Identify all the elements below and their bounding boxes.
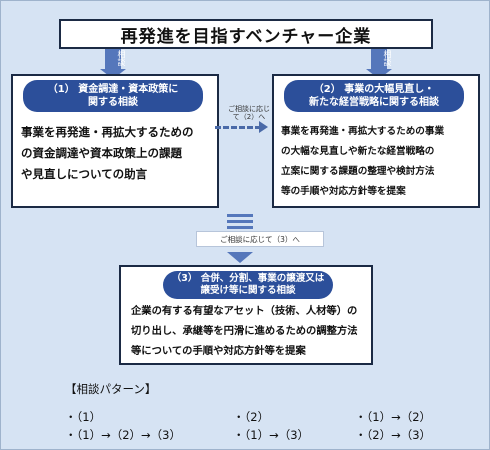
arrow-label-right: 相談: [383, 50, 392, 66]
section-2-header-line-1: （2） 事業の大幅見直し・: [313, 84, 435, 95]
connector-1-to-2-label-line-2: て（2）へ: [232, 113, 266, 121]
section-3-box: （3） 合併、分割、事業の譲渡又は 譲受け等に関する相談 企業の有する有望なアセ…: [119, 265, 373, 365]
connector-1-to-2-arrowhead-icon: [259, 121, 268, 133]
connector-to-3-label: ご相談に応じて（3）へ: [196, 231, 324, 247]
diagram-title: 再発進を目指すベンチャー企業: [59, 19, 433, 49]
connector-1-to-2-line: [215, 126, 261, 129]
section-3-header-line-2: 譲受け等に関する相談: [200, 285, 296, 296]
section-3-body-line-3: 等についての手順や対応方針等を提案: [131, 345, 306, 357]
section-2-body-line-3: 立案に関する課題の整理や検討方法: [281, 166, 435, 177]
center-arrowhead-icon: [227, 252, 253, 263]
pattern-item: ・（1）: [65, 410, 102, 424]
pattern-item: ・（2）: [233, 410, 270, 424]
title-text: 再発進を目指すベンチャー企業: [120, 26, 372, 47]
section-2-body-line-1: 事業を再発進・再拡大するための事業: [281, 126, 445, 137]
pattern-item: ・（2）→（3）: [355, 428, 432, 442]
center-arrow-line-2: [227, 220, 253, 223]
section-2-header: （2） 事業の大幅見直し・ 新たな経営戦略に関する相談: [284, 80, 464, 112]
pattern-item: ・（1）→（3）: [233, 428, 310, 442]
connector-1-to-2-label: ご相談に応じ て（2）へ: [223, 105, 275, 121]
section-1-body: 事業を再発進・再拡大するための の資金調達や資本政策上の課題 や見直しについての…: [21, 122, 215, 185]
section-3-body: 企業の有する有望なアセット（技術、人材等）の 切り出し、承継等を円滑に進めるため…: [131, 301, 371, 361]
section-2-body: 事業を再発進・再拡大するための事業 の大幅な見直しや新たな経営戦略の 立案に関す…: [281, 122, 479, 202]
section-1-body-line-3: や見直しについての助言: [21, 167, 148, 181]
section-1-header: （1） 資金調達・資本政策に 関する相談: [23, 80, 203, 112]
pattern-item: ・（1）→（2）: [355, 410, 432, 424]
section-1-body-line-2: の資金調達や資本政策上の課題: [21, 146, 182, 160]
section-3-body-line-2: 切り出し、承継等を円滑に進めるための調整方法: [131, 325, 358, 337]
arrow-label-left: 相談: [117, 50, 126, 66]
section-3-body-line-1: 企業の有する有望なアセット（技術、人材等）の: [131, 305, 358, 317]
section-3-header-line-1: （3） 合併、分割、事業の譲渡又は: [171, 273, 325, 284]
section-2-box: （2） 事業の大幅見直し・ 新たな経営戦略に関する相談 事業を再発進・再拡大する…: [272, 74, 480, 208]
section-1-body-line-1: 事業を再発進・再拡大するための: [21, 125, 194, 139]
center-arrow-line-1: [227, 214, 253, 217]
section-2-header-line-2: 新たな経営戦略に関する相談: [309, 97, 439, 108]
section-2-body-line-2: の大幅な見直しや新たな経営戦略の: [281, 146, 435, 157]
connector-to-3-label-text: ご相談に応じて（3）へ: [220, 234, 300, 244]
pattern-item: ・（1）→（2）→（3）: [65, 428, 181, 442]
connector-1-to-2-label-line-1: ご相談に応じ: [228, 105, 270, 113]
patterns-title: 【相談パターン】: [65, 382, 157, 396]
section-1-box: （1） 資金調達・資本政策に 関する相談 事業を再発進・再拡大するための の資金…: [11, 74, 219, 208]
center-arrow-line-3: [227, 226, 253, 229]
section-1-header-line-2: 関する相談: [88, 97, 138, 108]
section-2-body-line-4: 等の手順や対応方針等を提案: [281, 186, 406, 197]
section-3-header: （3） 合併、分割、事業の譲渡又は 譲受け等に関する相談: [163, 271, 333, 299]
section-1-header-line-1: （1） 資金調達・資本政策に: [47, 84, 179, 95]
